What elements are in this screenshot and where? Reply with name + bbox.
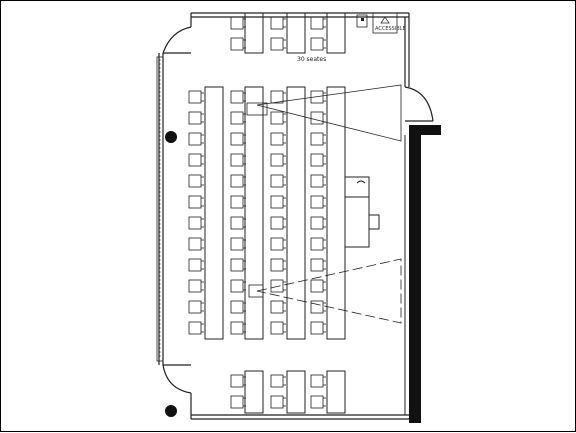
- sign-dot: [361, 18, 364, 21]
- chair: [270, 258, 286, 272]
- lectern-top: [344, 176, 370, 198]
- left-column-marker: [165, 131, 177, 143]
- whiteboard-rail: [156, 56, 164, 362]
- chair: [188, 216, 204, 230]
- chair: [310, 258, 326, 272]
- chair: [310, 300, 326, 314]
- chair: [230, 132, 246, 146]
- chair: [188, 132, 204, 146]
- chair: [230, 279, 246, 293]
- chair: [270, 90, 286, 104]
- accessible-icon: [380, 16, 390, 24]
- chair: [270, 174, 286, 188]
- projection-cone-lower: [256, 258, 402, 324]
- chair: [310, 111, 326, 125]
- chair: [188, 321, 204, 335]
- chair: [310, 132, 326, 146]
- chair: [230, 174, 246, 188]
- chair: [310, 90, 326, 104]
- chair: [188, 174, 204, 188]
- table-strip: [286, 86, 306, 340]
- table-strip: [326, 12, 346, 54]
- seating-layout: [188, 12, 346, 414]
- accessible-sign-label: ACCESSIBLE: [375, 26, 406, 32]
- projector-upper: [246, 102, 268, 116]
- chair: [310, 16, 326, 30]
- projector-lower: [248, 284, 264, 298]
- table-strip: [286, 12, 306, 54]
- chair: [230, 195, 246, 209]
- chair: [310, 37, 326, 51]
- lectern: [344, 176, 380, 248]
- right-wall-thick: [404, 125, 441, 423]
- chair: [230, 300, 246, 314]
- accessible-sign: [372, 12, 398, 34]
- chair: [270, 153, 286, 167]
- chair: [270, 37, 286, 51]
- right-door-arc: [404, 86, 434, 122]
- bottom-left-door-arc: [162, 364, 192, 394]
- top-left-door-arc: [162, 26, 192, 54]
- chair: [270, 321, 286, 335]
- chair: [230, 153, 246, 167]
- walls: [158, 12, 434, 420]
- chair: [310, 195, 326, 209]
- bottom-column-marker: [165, 405, 177, 417]
- chair: [188, 237, 204, 251]
- chair: [230, 258, 246, 272]
- chair: [188, 90, 204, 104]
- projector-cones: [246, 84, 402, 324]
- projection-cone-upper: [256, 84, 402, 142]
- chair: [230, 237, 246, 251]
- chair: [270, 16, 286, 30]
- table-strip: [244, 370, 264, 414]
- capacity-label: 30 seates: [297, 56, 326, 63]
- table-strip: [244, 12, 264, 54]
- chair: [230, 90, 246, 104]
- chair: [270, 111, 286, 125]
- chair: [270, 195, 286, 209]
- chair: [188, 279, 204, 293]
- chair: [310, 174, 326, 188]
- chair: [310, 321, 326, 335]
- chair: [310, 237, 326, 251]
- sign-box-small: [356, 14, 368, 28]
- chair: [270, 279, 286, 293]
- chair: [188, 111, 204, 125]
- lectern-arc: [356, 180, 366, 184]
- chair: [230, 16, 246, 30]
- chair: [230, 37, 246, 51]
- table-strip: [326, 370, 346, 414]
- chair: [230, 395, 246, 409]
- chair: [230, 111, 246, 125]
- chair: [270, 395, 286, 409]
- chair: [270, 132, 286, 146]
- lectern-desk: [344, 196, 370, 248]
- table-strip: [326, 86, 346, 340]
- chair: [230, 216, 246, 230]
- chair: [310, 279, 326, 293]
- chair: [310, 395, 326, 409]
- chair: [270, 216, 286, 230]
- chair: [270, 374, 286, 388]
- chair: [188, 300, 204, 314]
- lectern-side: [368, 214, 380, 230]
- chair: [270, 237, 286, 251]
- chair: [310, 216, 326, 230]
- chair: [230, 321, 246, 335]
- table-strip: [244, 86, 264, 340]
- chair: [310, 374, 326, 388]
- table-strip: [204, 86, 224, 340]
- chair: [230, 374, 246, 388]
- chair: [188, 195, 204, 209]
- chair: [188, 258, 204, 272]
- table-strip: [286, 370, 306, 414]
- chair: [310, 153, 326, 167]
- chair: [188, 153, 204, 167]
- chair: [270, 300, 286, 314]
